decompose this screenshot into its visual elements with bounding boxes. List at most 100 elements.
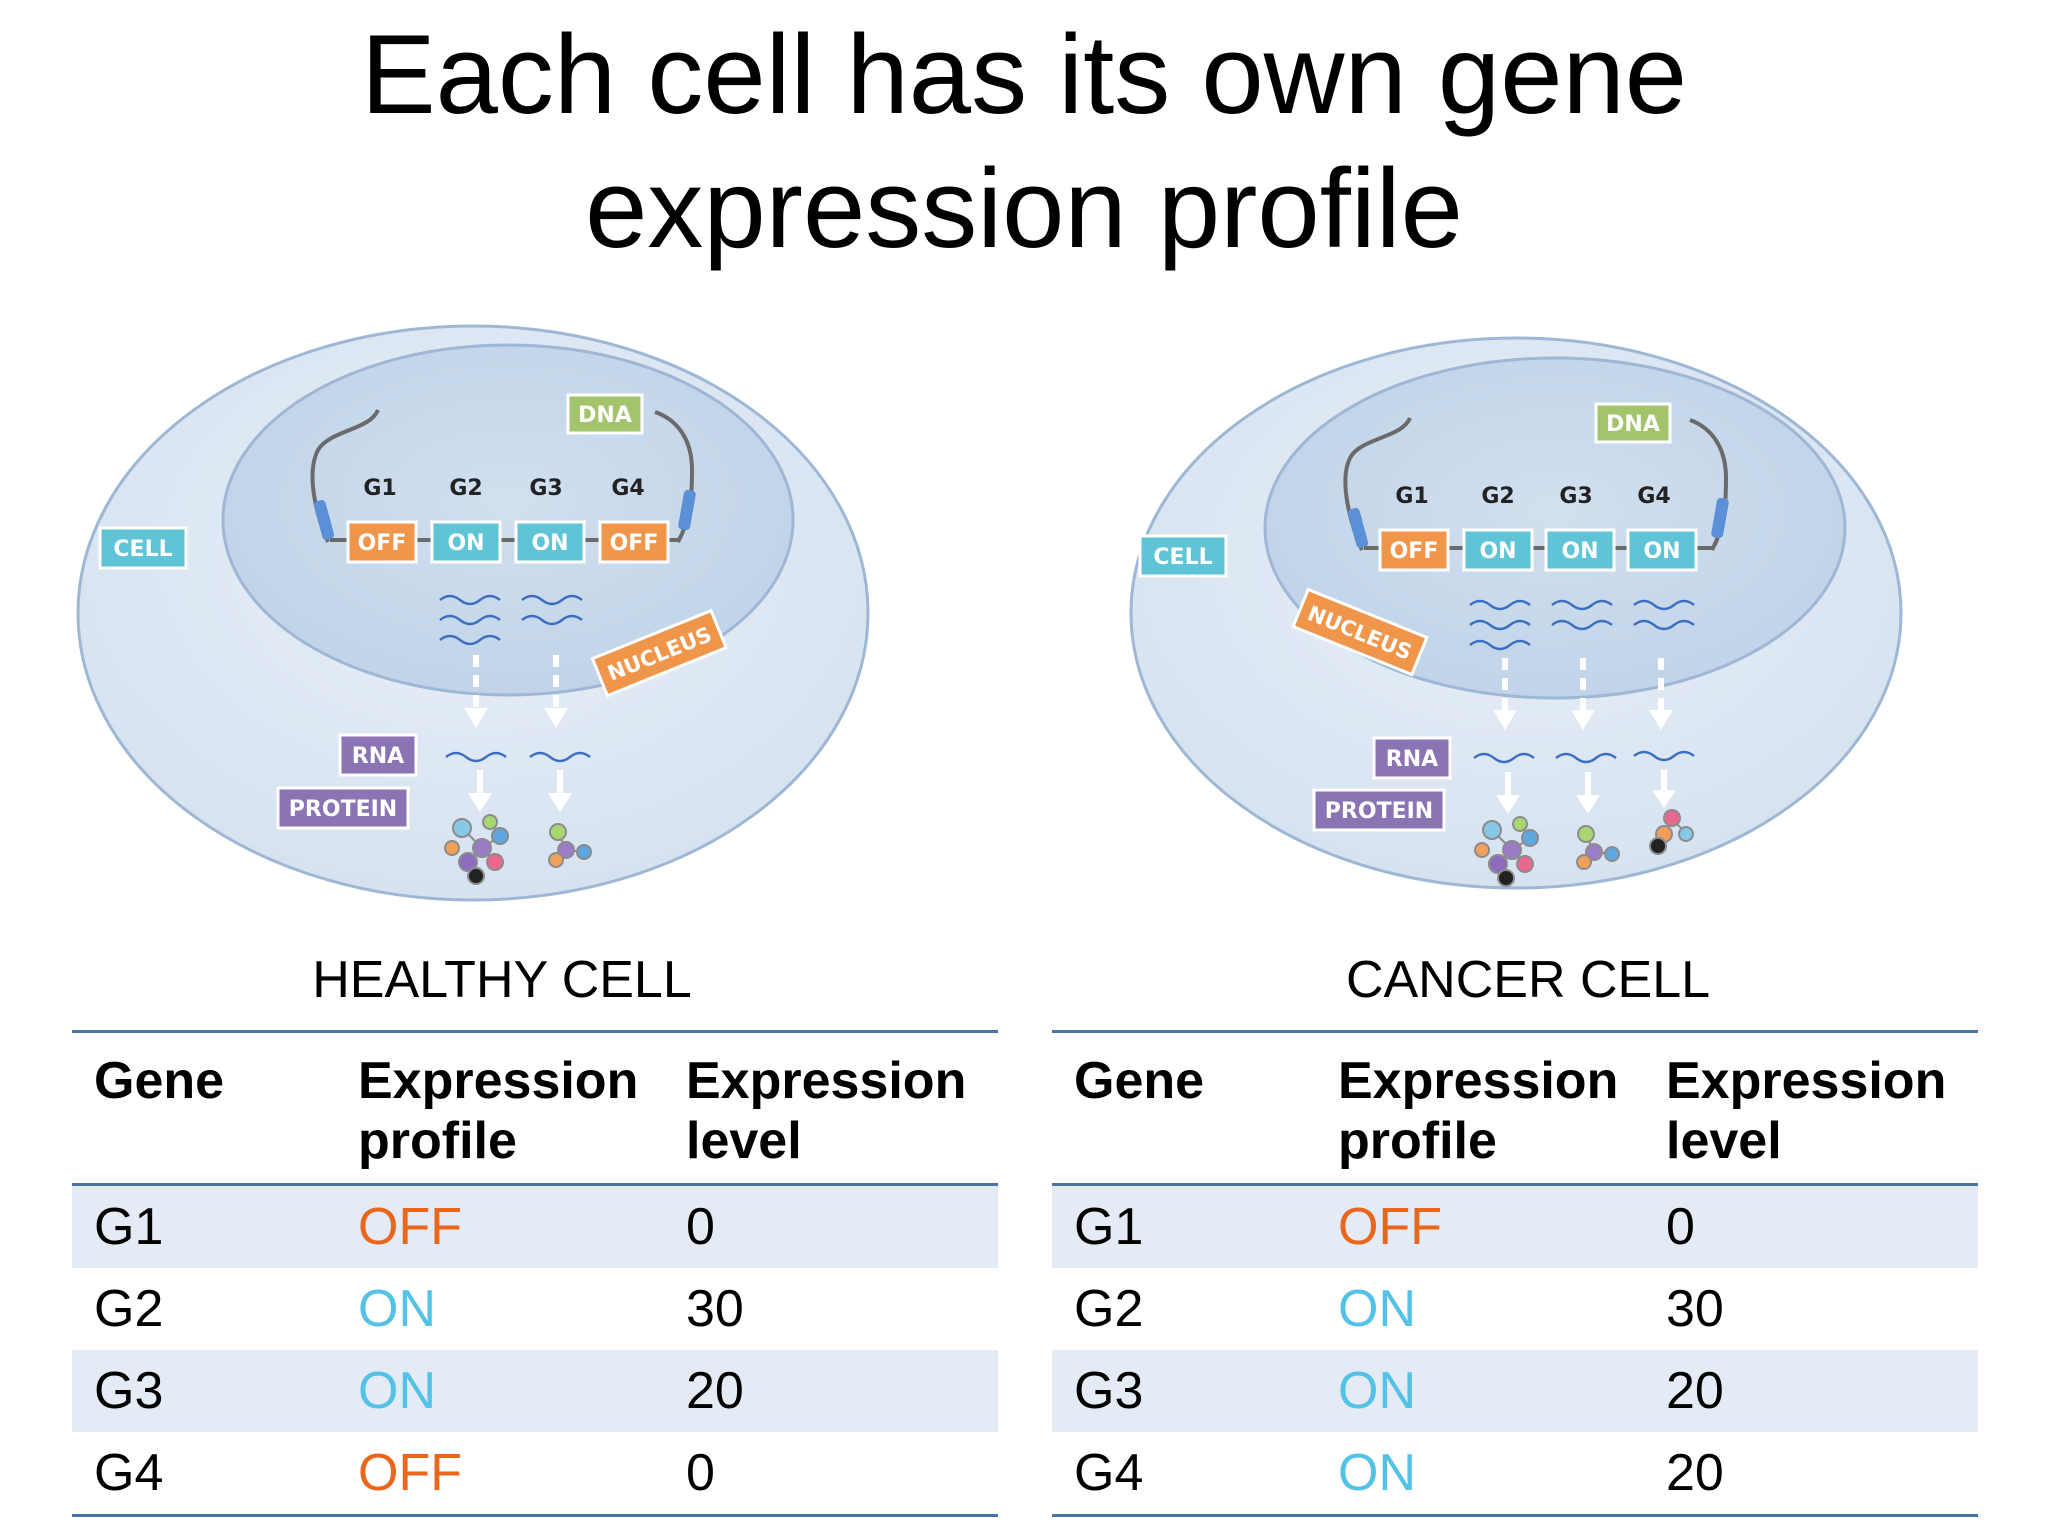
protein-cluster — [1649, 809, 1694, 855]
title-line-2: expression profile — [585, 146, 1463, 271]
gene-label-g3: G3 — [1559, 484, 1592, 509]
column-header: Expression level — [664, 1030, 998, 1186]
cell-label: CELL — [1153, 545, 1212, 570]
gene-label-g4: G4 — [611, 476, 644, 501]
gene-state-text: ON — [1561, 539, 1598, 564]
table-row: G4 ON 20 — [1052, 1432, 1978, 1517]
protein-cluster — [1474, 816, 1539, 887]
healthy-expression-table: Gene Expression profile Expression level… — [72, 1030, 998, 1517]
protein-cluster — [1576, 825, 1620, 870]
dna-label: DNA — [578, 403, 632, 428]
table-row: G1 OFF 0 — [1052, 1184, 1978, 1268]
protein-label: PROTEIN — [1325, 799, 1433, 824]
gene-state-box-on — [1626, 528, 1698, 572]
gene-state-text: OFF — [610, 531, 659, 556]
export-arrow — [544, 655, 568, 728]
cytoplasm-rna — [1473, 750, 1695, 764]
level-cell: 0 — [664, 1184, 998, 1268]
profile-cell: ON — [1338, 1280, 1416, 1338]
gene-cell: G4 — [1052, 1432, 1316, 1517]
level-cell: 20 — [1644, 1350, 1978, 1432]
profile-cell: ON — [1316, 1432, 1644, 1517]
gene-cell: G3 — [72, 1350, 336, 1432]
dna-marker — [678, 489, 696, 531]
table-row: G4 OFF 0 — [72, 1432, 998, 1517]
mrna-transcripts — [1469, 599, 1695, 651]
cytoplasm-rna — [445, 751, 591, 763]
table-row: G3 ON 20 — [1052, 1350, 1978, 1432]
gene-state-box-off — [1378, 528, 1450, 572]
profile-cell: OFF — [336, 1184, 664, 1268]
gene-label-g2: G2 — [1481, 484, 1514, 509]
dna-marker — [1347, 508, 1369, 548]
profile-cell: OFF — [1316, 1184, 1644, 1268]
level-cell: 20 — [1644, 1432, 1978, 1517]
cancer-cell-diagram: G1 G2 G3 G4 OFF ON ON ON DNA CELL NUCLEU… — [1129, 336, 1903, 890]
gene-cell: G4 — [72, 1432, 336, 1517]
translation-arrow — [1496, 772, 1520, 814]
gene-label-g1: G1 — [1395, 484, 1428, 509]
nucleus — [1263, 356, 1847, 700]
rna-label: RNA — [1386, 747, 1438, 772]
cell-label-box — [98, 526, 188, 570]
column-header: Expression level — [1644, 1030, 1978, 1186]
gene-label-g1: G1 — [363, 476, 396, 501]
healthy-cell-diagram: G1 G2 G3 G4 OFF ON ON OFF DNA CELL NUCLE… — [76, 324, 870, 902]
table-row: G3 ON 20 — [72, 1350, 998, 1432]
protein-label-box — [1312, 788, 1446, 832]
gene-label-g4: G4 — [1637, 484, 1670, 509]
rna-label-box — [338, 733, 418, 777]
column-header: Gene — [1052, 1030, 1316, 1186]
table-header-row: Gene Expression profile Expression level — [72, 1030, 998, 1186]
gene-label-g2: G2 — [449, 476, 482, 501]
gene-label-g3: G3 — [529, 476, 562, 501]
nucleus-label-group: NUCLEUS — [1291, 587, 1429, 677]
export-arrow — [1571, 658, 1595, 730]
column-header: Gene — [72, 1030, 336, 1186]
rna-label: RNA — [352, 744, 404, 769]
dna-marker — [313, 500, 335, 540]
protein-cluster — [548, 823, 592, 868]
nucleus — [221, 343, 795, 697]
gene-cell: G2 — [94, 1280, 164, 1338]
export-arrow — [1493, 658, 1517, 730]
gene-cell: G1 — [72, 1184, 336, 1268]
gene-state-text: OFF — [358, 531, 407, 556]
export-arrow — [464, 655, 488, 728]
gene-state-text: OFF — [1390, 539, 1439, 564]
table-header-row: Gene Expression profile Expression level — [1052, 1030, 1978, 1186]
dna-label-box — [1594, 402, 1672, 444]
level-cell: 30 — [686, 1280, 744, 1338]
level-cell: 30 — [1666, 1280, 1724, 1338]
gene-state-box-on — [1544, 528, 1616, 572]
nucleus-label-box — [1291, 587, 1429, 677]
title-line-1: Each cell has its own gene — [360, 12, 1688, 137]
gene-state-text: ON — [447, 531, 484, 556]
rna-label-box — [1372, 736, 1452, 780]
table-row: G2 ON 30 — [72, 1268, 998, 1350]
slide-title: Each cell has its own gene expression pr… — [0, 8, 2048, 276]
cell-label-box — [1138, 534, 1228, 578]
cancer-cell-caption: CANCER CELL — [1345, 951, 1711, 1009]
gene-state-box-off — [598, 520, 670, 564]
column-header: Expression profile — [336, 1030, 664, 1186]
gene-cell: G2 — [1074, 1280, 1144, 1338]
export-arrow — [1649, 658, 1673, 730]
translation-arrow — [548, 770, 572, 812]
healthy-cell-caption: HEALTHY CELL — [312, 951, 692, 1009]
protein-cluster — [444, 814, 509, 885]
gene-state-box-on — [430, 520, 502, 564]
cancer-expression-table: Gene Expression profile Expression level… — [1052, 1030, 1978, 1517]
gene-state-box-off — [346, 520, 418, 564]
translation-arrow — [1652, 770, 1676, 808]
table-row: G1 OFF 0 — [72, 1184, 998, 1268]
protein-label: PROTEIN — [289, 797, 397, 822]
level-cell: 0 — [664, 1432, 998, 1517]
protein-label-box — [276, 786, 410, 830]
mrna-transcripts — [439, 594, 583, 646]
gene-state-text: ON — [1643, 539, 1680, 564]
translation-arrow — [468, 770, 492, 812]
profile-cell: ON — [336, 1350, 664, 1432]
nucleus-label-box — [590, 608, 729, 698]
gene-cell: G3 — [1052, 1350, 1316, 1432]
